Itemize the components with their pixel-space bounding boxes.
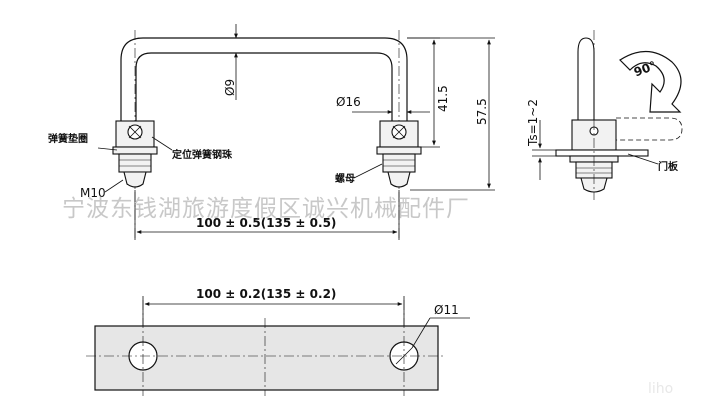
rod-diameter-label: Ø9 [223, 79, 237, 96]
nut-label: 螺母 [335, 172, 355, 185]
mount-hole-diameter-label: Ø11 [434, 303, 459, 317]
plate-centerlines [86, 300, 446, 396]
left-mount-assembly [112, 120, 158, 188]
hole-diameter-dimension [352, 106, 430, 121]
watermark-text: 宁波东钱湖旅游度假区诚兴机械配件厂 [62, 196, 470, 222]
spring-ball-label: 定位弹簧钢珠 [172, 148, 233, 161]
spring-washer-label: 弹簧垫圈 [48, 132, 88, 145]
handle-inner-contour [135, 52, 393, 121]
handle-outer-contour [120, 37, 408, 121]
mounting-plate [94, 325, 439, 391]
total-height-label: 57.5 [475, 98, 489, 125]
panel-thickness-dimension [532, 120, 570, 180]
thread-label: M10 [80, 186, 106, 200]
door-panel-label: 门板 [658, 160, 679, 173]
watermark-small: liho [648, 381, 673, 397]
rotation-arrow-icon [619, 50, 682, 113]
total-height-dimension [407, 37, 495, 191]
front-width-dimension [134, 190, 400, 240]
callout-leaders [97, 136, 383, 193]
inner-height-label: 41.5 [436, 85, 450, 112]
plate-width-dimension [142, 296, 405, 326]
panel-thickness-label: Ts=1~2 [526, 99, 540, 147]
plate-width-label: 100 ± 0.2(135 ± 0.2) [196, 287, 336, 301]
mount-hole-leader [411, 317, 470, 349]
plate-hole-mark [395, 347, 413, 365]
door-panel-leader [627, 153, 659, 165]
front-width-label: 100 ± 0.5(135 ± 0.5) [196, 216, 336, 230]
right-mount-assembly [376, 120, 422, 188]
hole-diameter-label: Ø16 [336, 95, 361, 109]
